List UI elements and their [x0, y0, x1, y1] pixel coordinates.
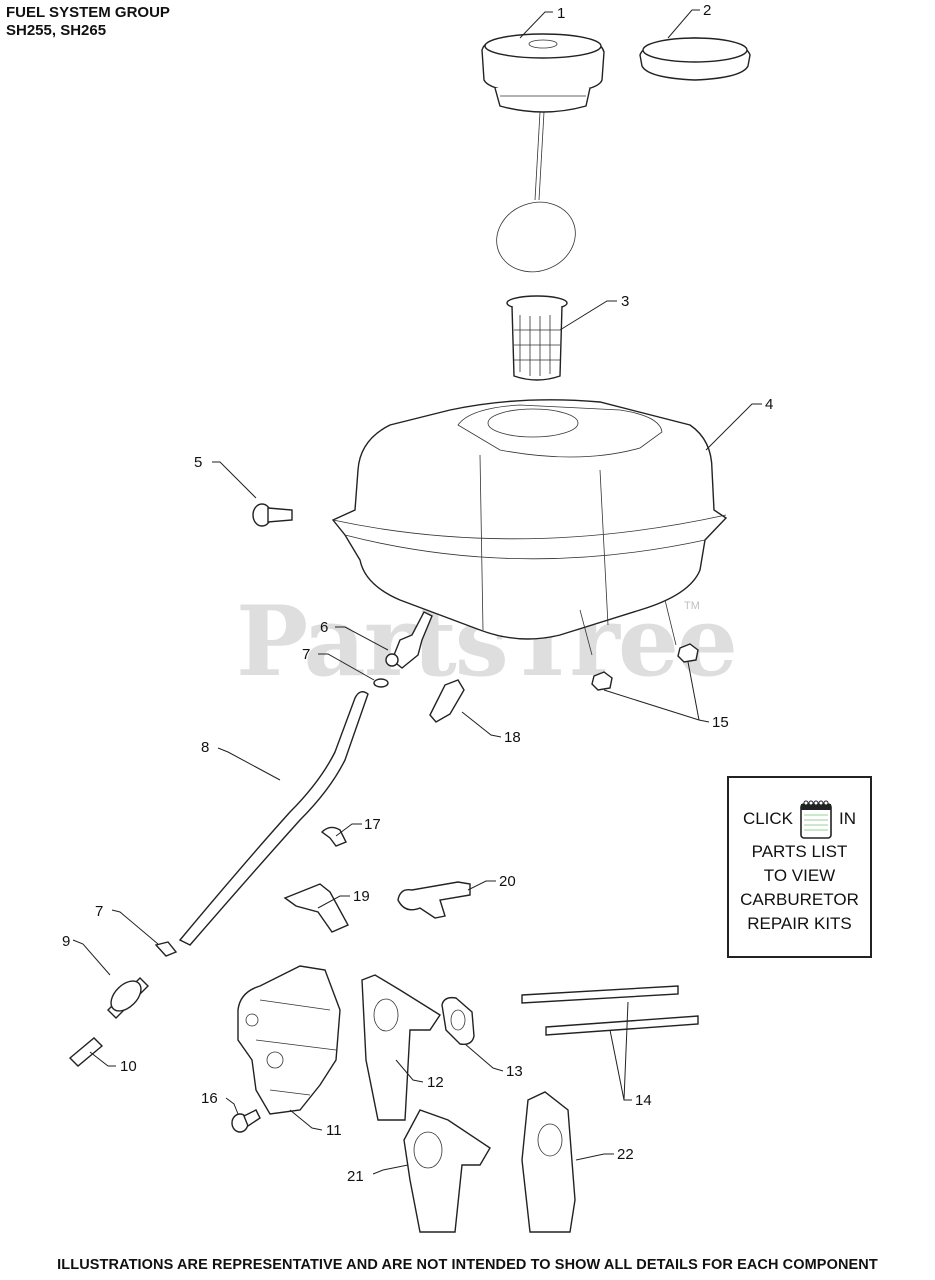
callout-13: 13 [506, 1063, 523, 1080]
part-choke-lever[interactable] [397, 881, 471, 919]
leader-lines [72, 9, 762, 1175]
callout-12: 12 [427, 1074, 444, 1091]
part-bracket[interactable] [283, 883, 349, 933]
callout-5: 5 [194, 454, 202, 471]
watermark-tm: TM [684, 600, 700, 612]
callout-4: 4 [765, 396, 773, 413]
carburetor-repair-kit-note: CLICK IN PARTS LIST TO VIEW CARBURETOR R… [727, 776, 872, 958]
note-in-text: IN [839, 809, 857, 828]
note-click-text: CLICK [742, 809, 794, 828]
callout-18: 18 [504, 729, 521, 746]
callout-15: 15 [712, 714, 729, 731]
callout-2: 2 [703, 2, 711, 19]
part-insulator-plate[interactable] [521, 1091, 576, 1233]
part-nuts[interactable] [591, 643, 699, 691]
callout-8: 8 [201, 739, 209, 756]
part-fuel-cap[interactable] [639, 37, 751, 81]
part-insulator[interactable] [361, 974, 441, 1121]
part-hose-clip-lower[interactable] [154, 941, 178, 957]
callout-17: 17 [364, 816, 381, 833]
part-hose-piece[interactable] [68, 1037, 104, 1067]
callout-14: 14 [635, 1092, 652, 1109]
part-fuel-tank[interactable] [331, 399, 728, 656]
note-line-to-view: TO VIEW [763, 866, 836, 885]
callout-19: 19 [353, 888, 370, 905]
part-fuel-filter[interactable] [105, 975, 149, 1019]
part-fuel-valve[interactable] [385, 611, 433, 669]
part-studs[interactable] [521, 985, 699, 1036]
part-carburetor[interactable] [237, 965, 341, 1115]
note-line-parts-list: PARTS LIST [751, 842, 848, 861]
disclaimer-footer: ILLUSTRATIONS ARE REPRESENTATIVE AND ARE… [57, 1257, 878, 1273]
callout-6: 6 [320, 619, 328, 636]
note-line-repair-kits: REPAIR KITS [747, 914, 852, 933]
callout-11: 11 [326, 1122, 342, 1139]
part-fuel-hose[interactable] [178, 691, 369, 946]
part-gasket[interactable] [441, 996, 475, 1046]
note-row-click: CLICK IN [729, 798, 870, 840]
callout-20: 20 [499, 873, 516, 890]
callout-7-lower: 7 [95, 903, 103, 920]
part-fitting[interactable] [429, 679, 465, 723]
note-line-carburetor: CARBURETOR [740, 890, 859, 909]
part-hose-clip-upper[interactable] [373, 678, 389, 688]
callout-22: 22 [617, 1146, 634, 1163]
callout-16: 16 [201, 1090, 218, 1107]
notepad-icon[interactable] [799, 798, 833, 840]
part-clip[interactable] [320, 826, 347, 847]
part-fuel-cap-with-tether[interactable] [481, 33, 605, 283]
part-drain-bolt[interactable] [231, 1109, 261, 1133]
callout-3: 3 [621, 293, 629, 310]
callout-7-upper: 7 [302, 646, 310, 663]
part-insulator-alt[interactable] [403, 1109, 491, 1233]
callout-9: 9 [62, 933, 70, 950]
part-bolt[interactable] [252, 503, 293, 527]
callout-10: 10 [120, 1058, 137, 1075]
part-fuel-strainer[interactable] [506, 295, 568, 381]
callout-21: 21 [347, 1168, 364, 1185]
callout-numbers: 1 2 3 4 5 6 7 8 7 9 10 11 12 13 14 15 16… [62, 2, 773, 1185]
page-title: FUEL SYSTEM GROUP [6, 4, 170, 21]
callout-1: 1 [557, 5, 565, 22]
model-numbers: SH255, SH265 [6, 22, 107, 39]
